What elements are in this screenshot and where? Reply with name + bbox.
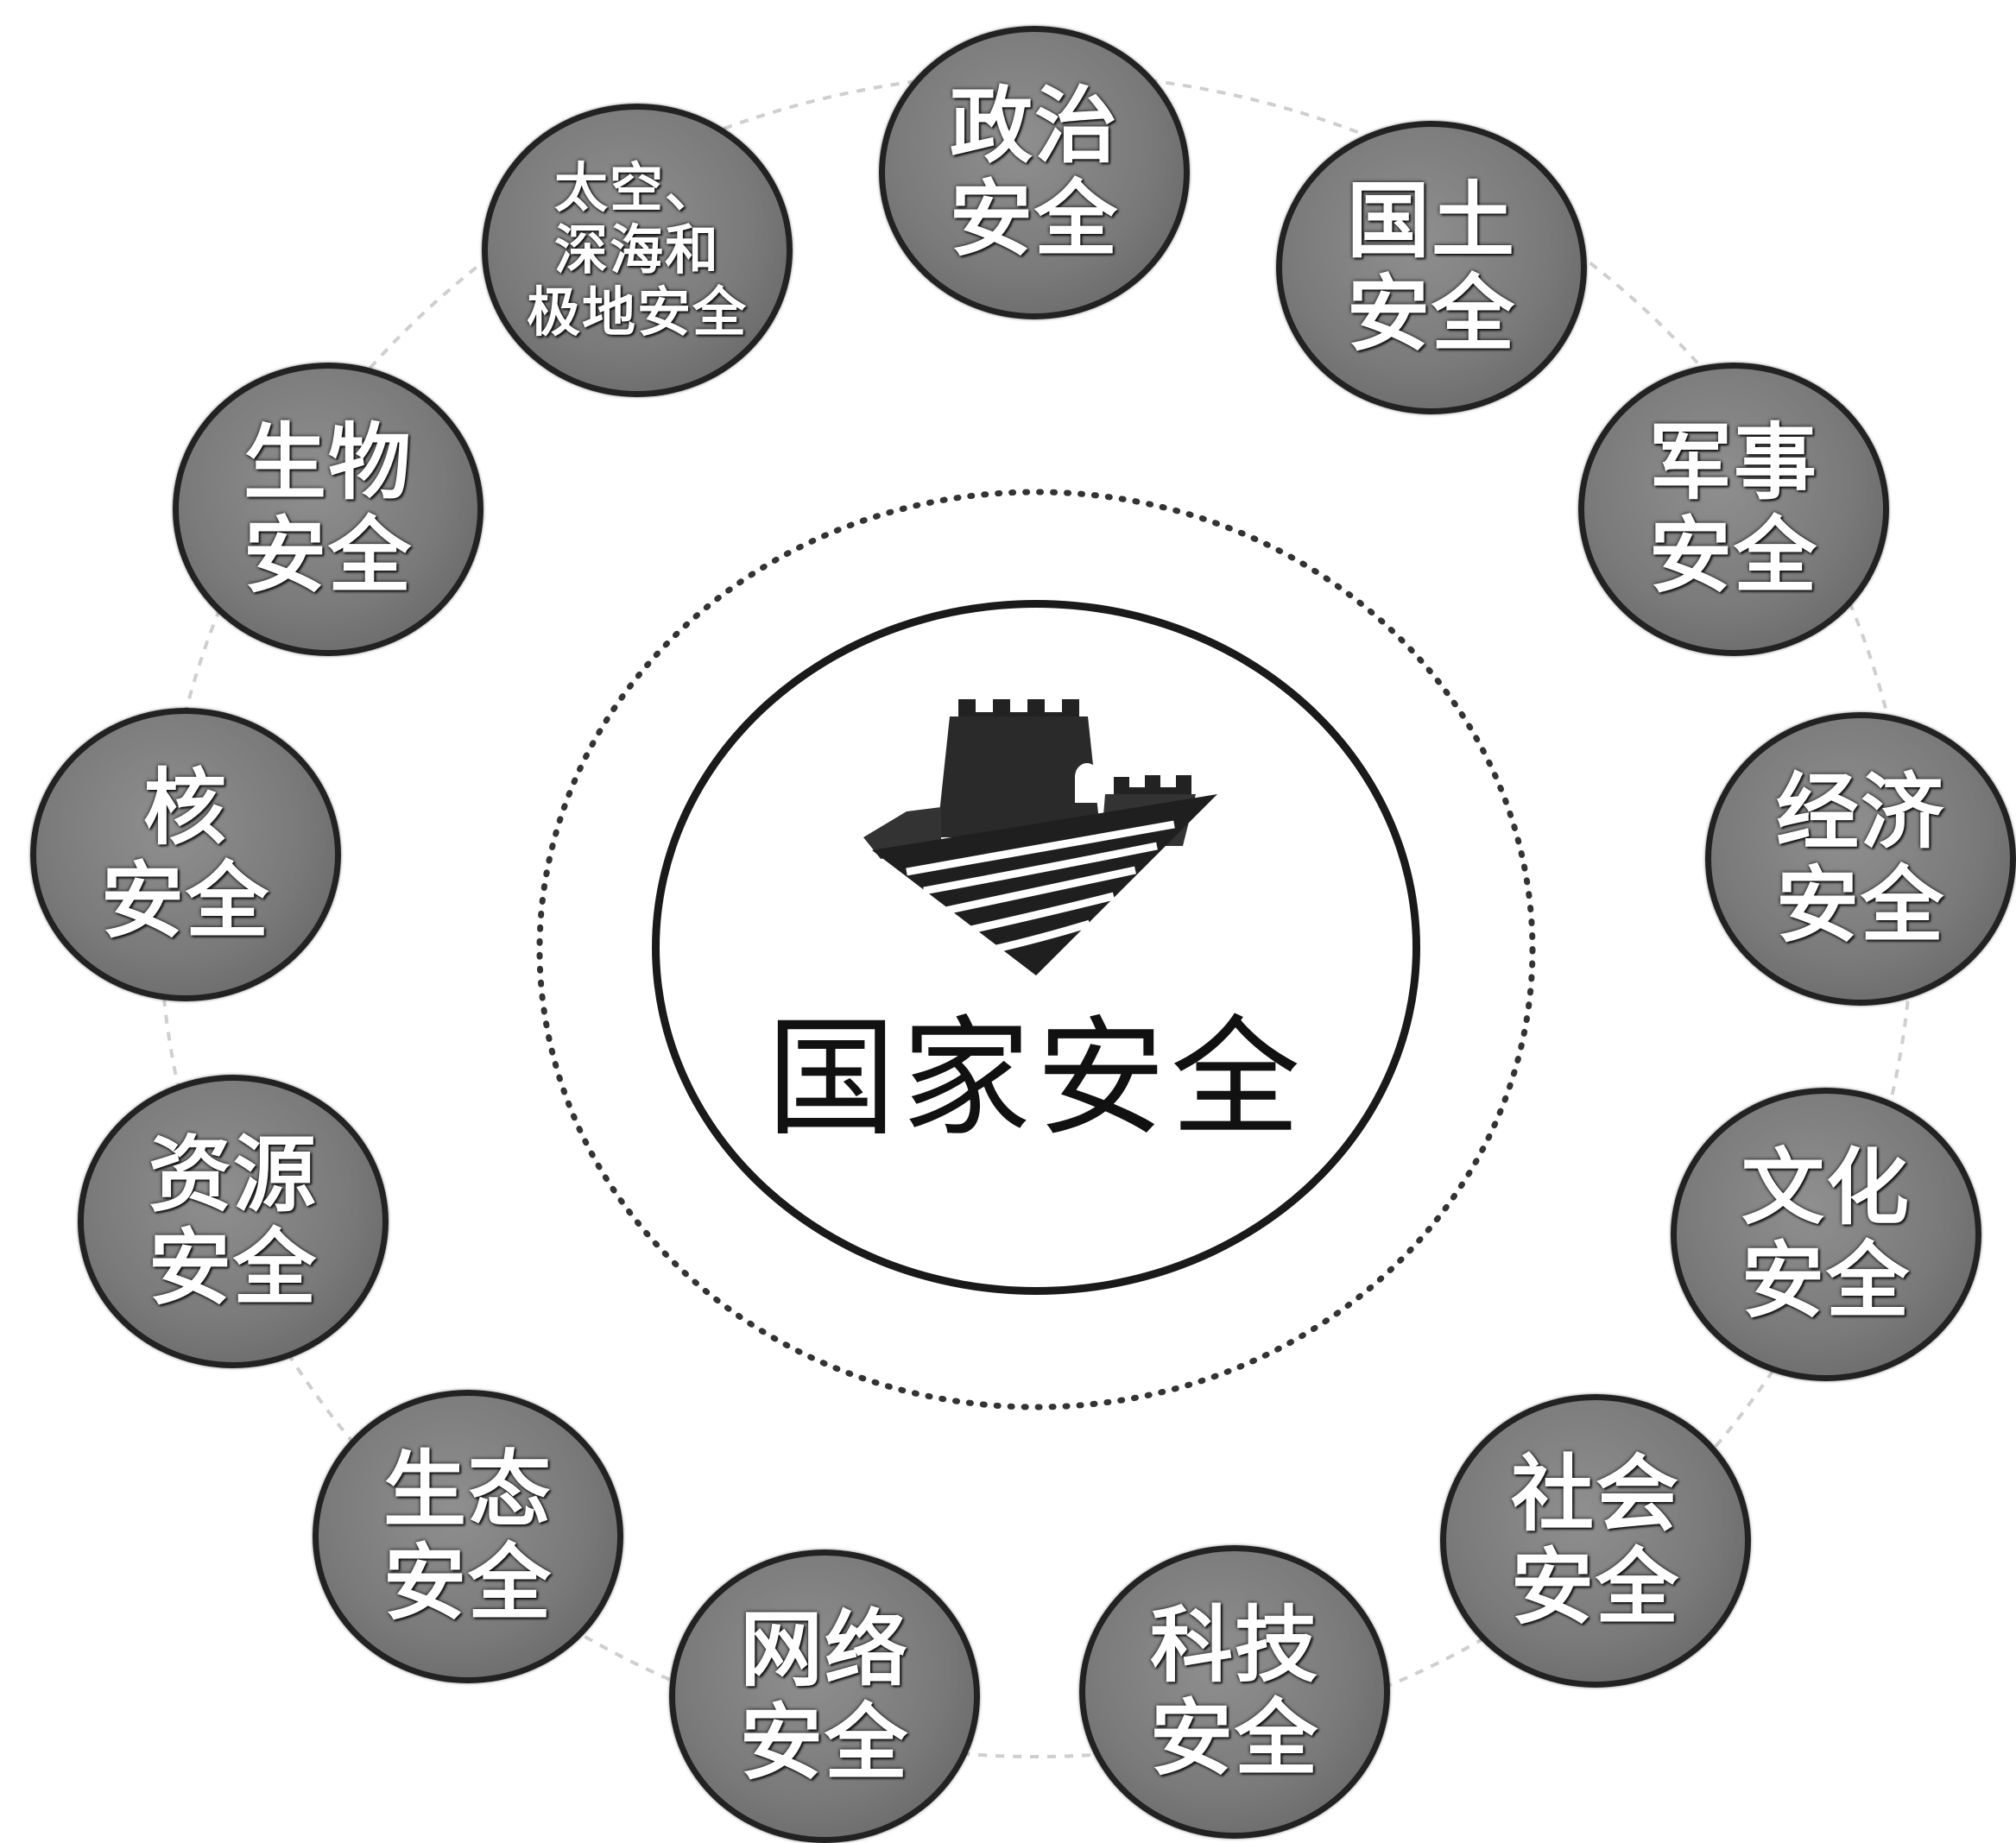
node-label: 军事 安全 bbox=[1649, 414, 1818, 604]
node-label: 科技 安全 bbox=[1150, 1597, 1319, 1787]
node-label: 生态 安全 bbox=[383, 1442, 553, 1632]
node-cultural-security: 文化 安全 bbox=[1671, 1088, 1981, 1381]
node-territorial-security: 国土 安全 bbox=[1276, 121, 1587, 414]
node-cyber-security: 网络 安全 bbox=[669, 1550, 980, 1843]
node-label: 政治 安全 bbox=[950, 78, 1119, 268]
node-economic-security: 经济 安全 bbox=[1705, 712, 2016, 1006]
node-label: 经济 安全 bbox=[1776, 764, 1945, 954]
node-military-security: 军事 安全 bbox=[1578, 363, 1889, 656]
node-social-security: 社会 安全 bbox=[1440, 1394, 1751, 1688]
node-label: 国土 安全 bbox=[1347, 173, 1516, 363]
node-political-security: 政治 安全 bbox=[879, 26, 1190, 319]
center-title: 国家安全 bbox=[766, 1004, 1305, 1154]
node-label: 生物 安全 bbox=[243, 414, 413, 604]
node-label: 社会 安全 bbox=[1511, 1446, 1680, 1636]
node-label: 文化 安全 bbox=[1741, 1139, 1911, 1329]
node-space-deepsea-polar-security: 太空、 深海和 极地安全 bbox=[482, 104, 793, 397]
node-label: 资源 安全 bbox=[149, 1127, 318, 1316]
node-label: 网络 安全 bbox=[740, 1601, 909, 1791]
node-label: 太空、 深海和 极地安全 bbox=[526, 156, 748, 344]
node-biological-security: 生物 安全 bbox=[173, 363, 483, 656]
node-ecological-security: 生态 安全 bbox=[313, 1390, 623, 1683]
node-resource-security: 资源 安全 bbox=[78, 1075, 389, 1368]
node-technology-security: 科技 安全 bbox=[1079, 1545, 1390, 1839]
dotted-ring bbox=[536, 489, 1536, 1411]
node-label: 核 安全 bbox=[101, 760, 270, 950]
great-wall-icon bbox=[863, 699, 1217, 975]
node-nuclear-security: 核 安全 bbox=[30, 708, 341, 1001]
